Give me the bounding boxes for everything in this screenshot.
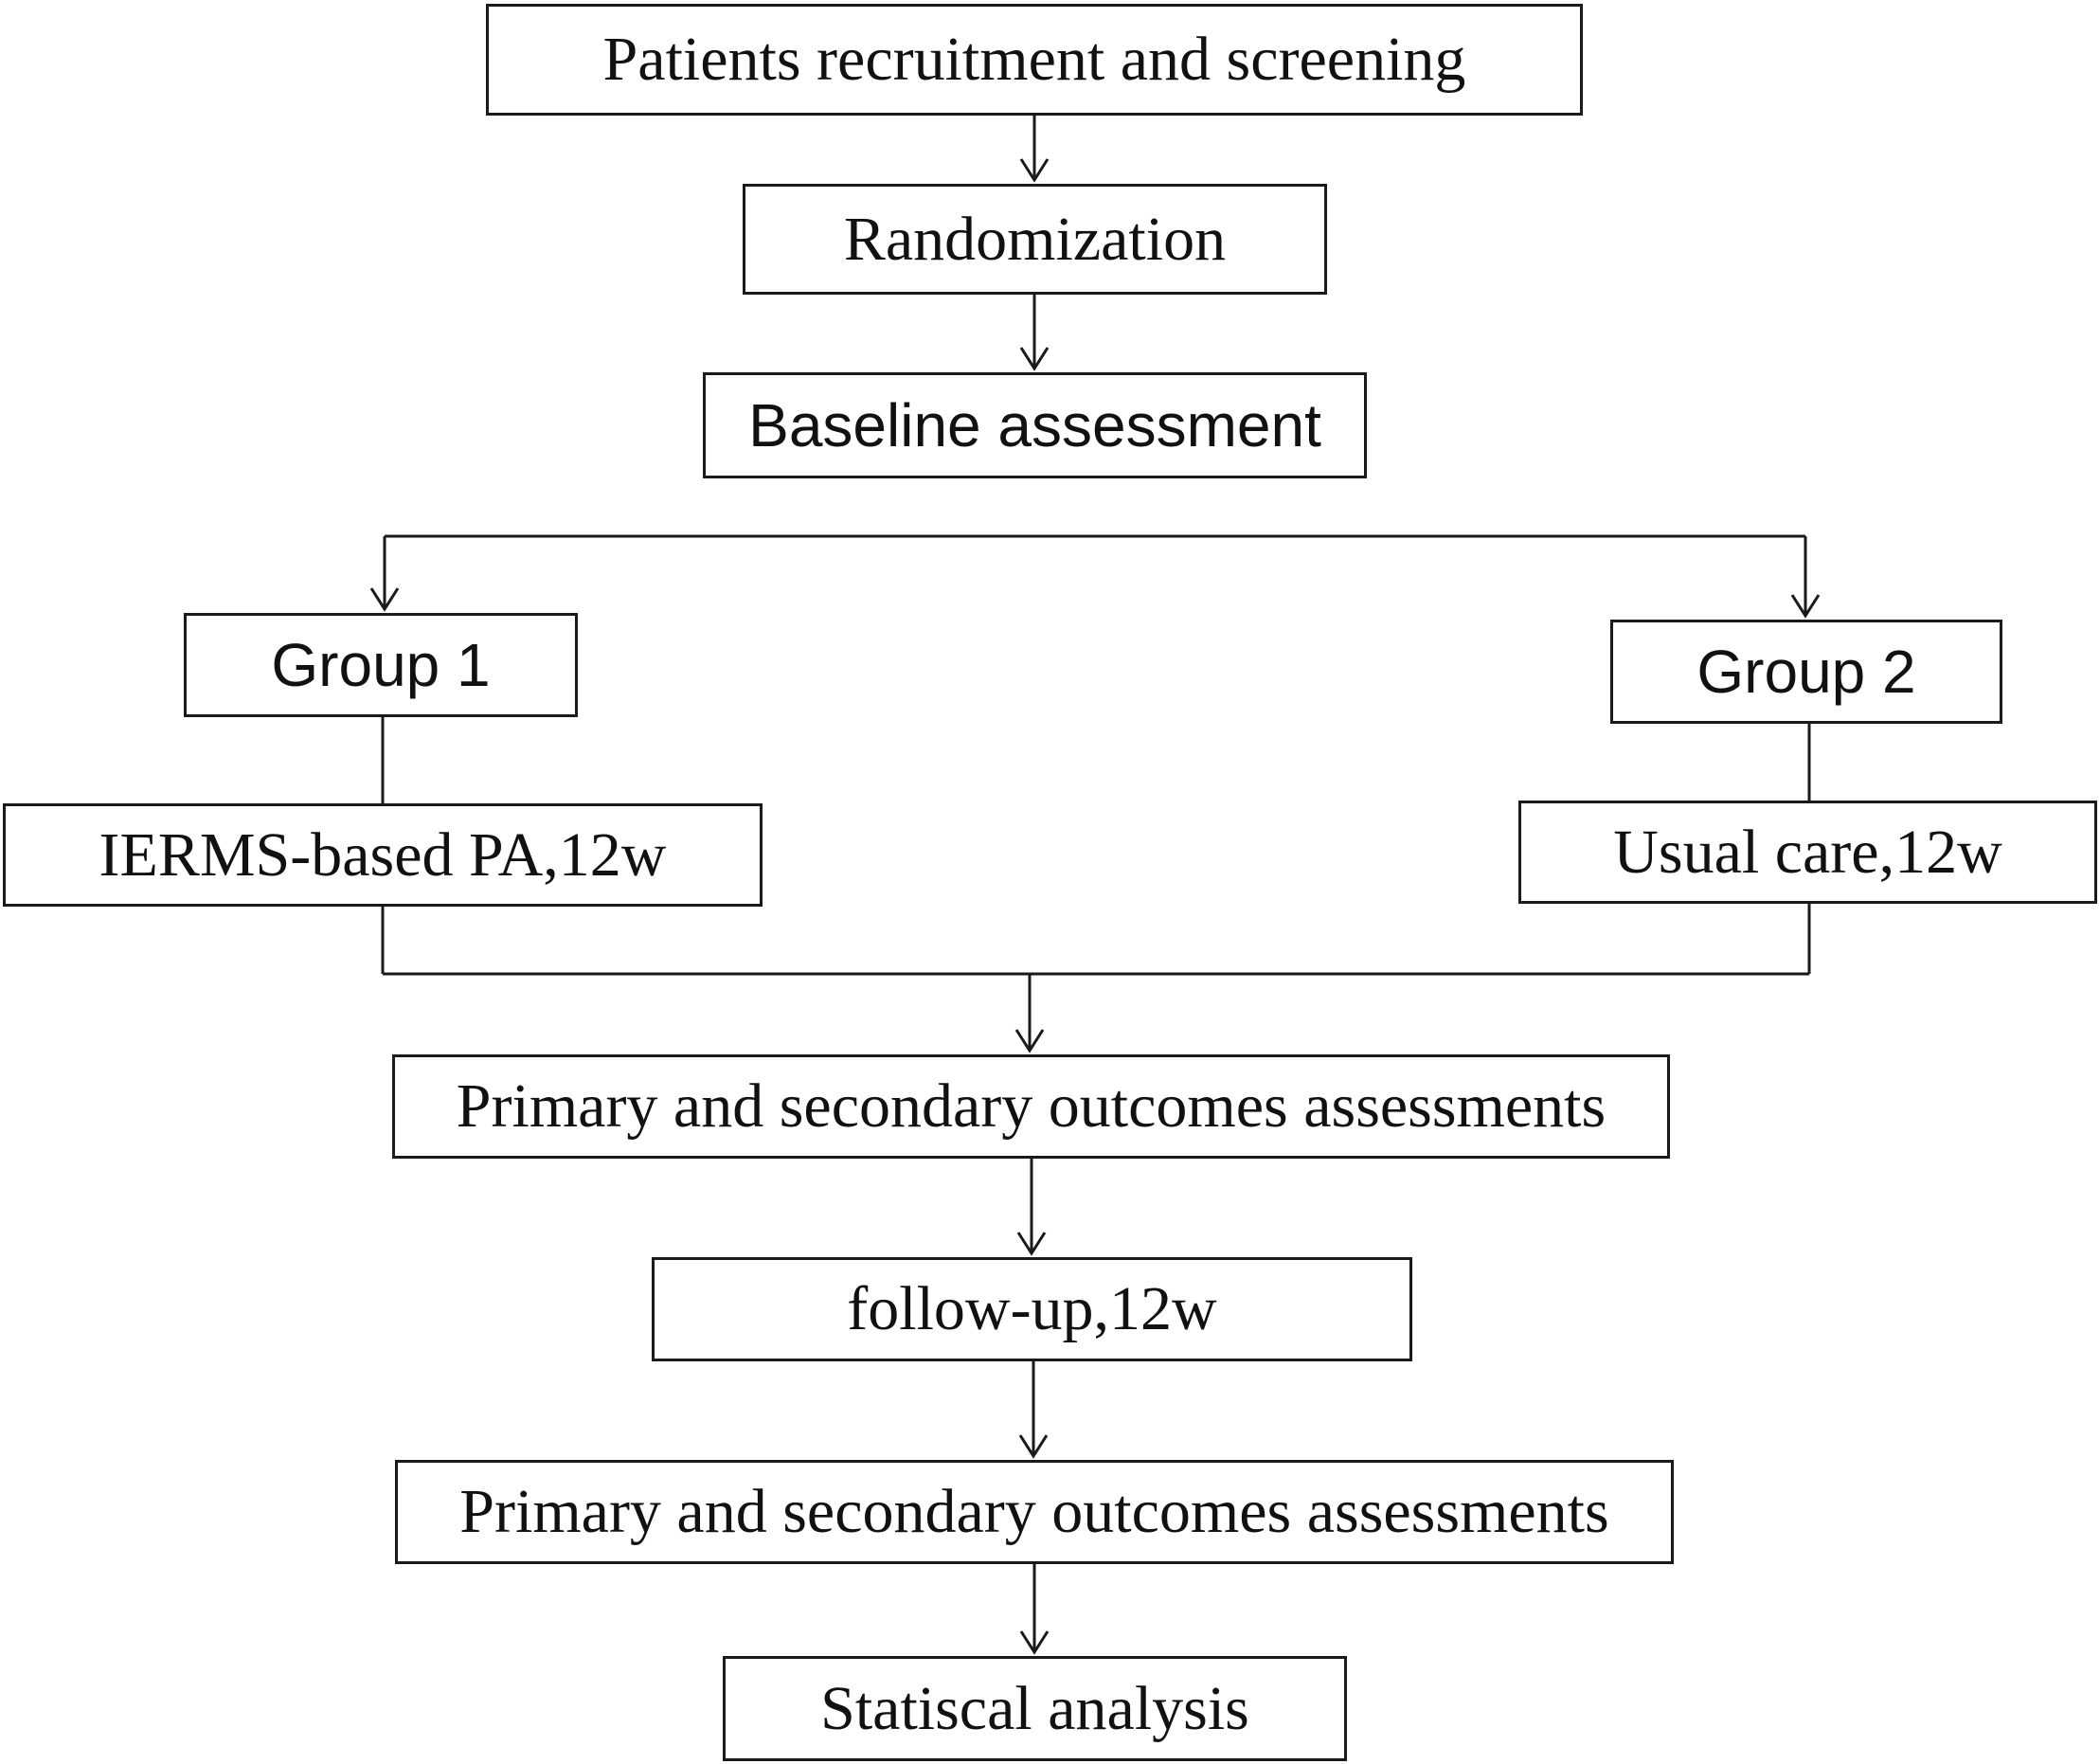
group1-box: Group 1 — [184, 613, 578, 717]
group1-intervention-box: IERMS-based PA,12w — [3, 803, 763, 907]
randomization-box: Randomization — [743, 184, 1327, 295]
outcomes-post-label: Primary and secondary outcomes assessmen… — [456, 1071, 1606, 1141]
followup-box: follow-up,12w — [652, 1257, 1412, 1361]
arrowhead-outcomes-followup — [1018, 1434, 1049, 1459]
group2-intervention-label: Usual care,12w — [1613, 817, 2002, 887]
arrowhead-outcomes-post — [1014, 1029, 1045, 1053]
group2-box: Group 2 — [1610, 620, 2002, 724]
group2-label: Group 2 — [1696, 638, 1916, 706]
group1-intervention-label: IERMS-based PA,12w — [99, 819, 667, 890]
arrowhead-baseline — [1019, 347, 1050, 371]
outcomes-followup-label: Primary and secondary outcomes assessmen… — [459, 1477, 1609, 1546]
analysis-label: Statiscal analysis — [820, 1673, 1249, 1743]
randomization-label: Randomization — [843, 204, 1227, 274]
recruitment-box: Patients recruitment and screening — [486, 4, 1583, 116]
baseline-box: Baseline assessment — [703, 372, 1367, 478]
arrowhead-analysis — [1019, 1630, 1050, 1655]
group1-label: Group 1 — [271, 631, 491, 699]
baseline-label: Baseline assessment — [748, 391, 1321, 459]
outcomes-followup-box: Primary and secondary outcomes assessmen… — [395, 1460, 1674, 1564]
arrowhead-group1 — [369, 587, 400, 612]
analysis-box: Statiscal analysis — [723, 1656, 1347, 1761]
group2-intervention-box: Usual care,12w — [1518, 801, 2097, 904]
followup-label: follow-up,12w — [847, 1274, 1217, 1343]
arrowhead-group2 — [1790, 594, 1821, 619]
arrowhead-followup — [1016, 1232, 1047, 1256]
outcomes-post-box: Primary and secondary outcomes assessmen… — [392, 1054, 1670, 1159]
recruitment-label: Patients recruitment and screening — [602, 25, 1466, 94]
arrowhead-randomization — [1019, 158, 1050, 183]
